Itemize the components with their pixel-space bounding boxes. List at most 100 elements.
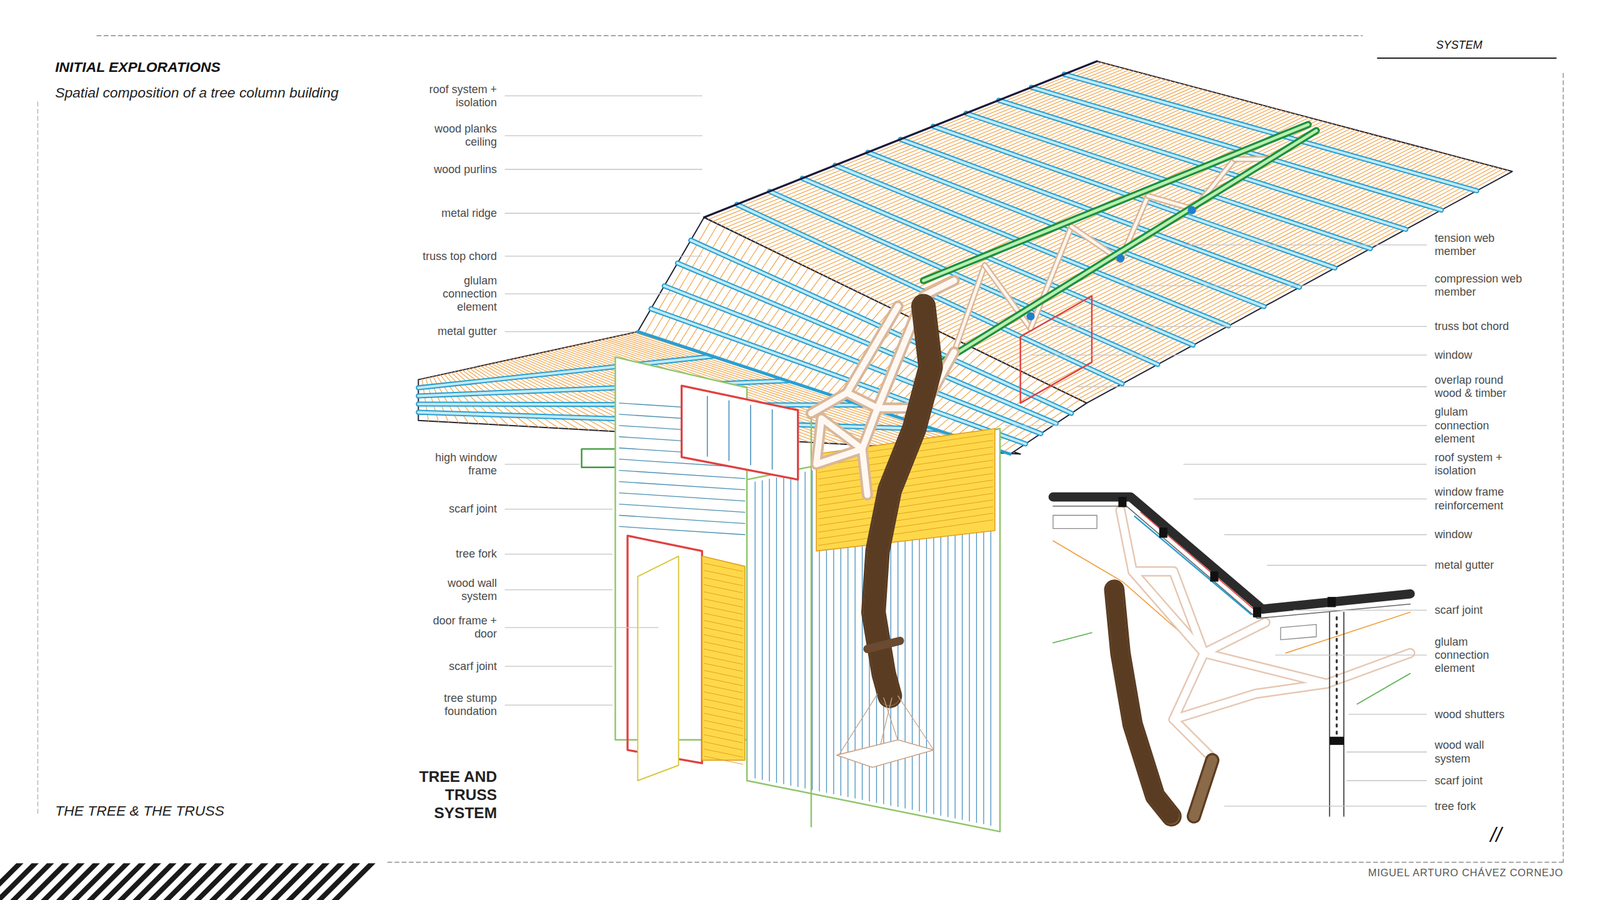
tree-fork (1193, 760, 1212, 817)
leader-line (505, 95, 702, 97)
door-leaf (701, 556, 745, 761)
scarf-block (1253, 606, 1262, 617)
door-slat (704, 741, 744, 750)
wood-purlin (1064, 74, 1477, 191)
leader-line (505, 331, 635, 332)
door-slat (704, 677, 744, 686)
part-label: scarf joint (448, 502, 497, 516)
wood-purlin (1064, 74, 1477, 191)
glulam-connection (1204, 653, 1411, 684)
part-label: wood wall system (437, 576, 497, 603)
ceiling-plank (1082, 170, 1508, 401)
window-truss (750, 405, 752, 465)
leader-line (505, 705, 612, 706)
part-label: metal gutter (1435, 558, 1495, 572)
leader-line (1224, 534, 1427, 535)
wall-board (797, 473, 799, 787)
leader-line (1346, 780, 1427, 781)
window-frame (1140, 512, 1255, 611)
door-slat (704, 720, 744, 729)
wall-board (805, 471, 806, 789)
part-label: wood shutters (1435, 707, 1505, 721)
wall-board (783, 476, 784, 784)
hatch-stripe (331, 863, 376, 900)
sheet-label: THE TREE & THE TRUSS (55, 802, 225, 820)
leader-line (1293, 610, 1427, 611)
leader-line (505, 135, 702, 136)
leader-line (505, 293, 674, 295)
title: INITIAL EXPLORATIONS (55, 58, 221, 77)
wall-plank (619, 493, 745, 502)
tree-trunk (1114, 590, 1172, 817)
page-frame (37, 35, 1564, 862)
section-member (1280, 624, 1317, 640)
part-label: truss bot chord (1435, 320, 1510, 334)
part-label: window frame reinforcement (1435, 485, 1513, 512)
glulam-connection (1173, 683, 1327, 720)
tree (867, 306, 931, 697)
part-label: metal ridge (441, 206, 497, 220)
door-slat (704, 670, 744, 679)
leader-line (505, 553, 612, 555)
leader-line (1346, 751, 1427, 753)
wall-plank (619, 504, 745, 513)
part-label: metal gutter (437, 325, 497, 339)
wall-section (1343, 612, 1345, 817)
glulam-connection (1120, 510, 1266, 654)
wall (615, 356, 1000, 832)
dashed-frame (387, 861, 1564, 864)
high-window-frame (681, 385, 799, 480)
part-label: wood purlins (433, 162, 497, 176)
leader-line (1005, 425, 1427, 426)
stump-line (883, 698, 899, 742)
door-slat (704, 735, 744, 744)
leader-line (505, 463, 580, 465)
caption: Spatial composition of a tree column bui… (55, 84, 339, 102)
sheet-label: MIGUEL ARTURO CHÁVEZ CORNEJO (1368, 865, 1564, 879)
part-label: overlap round wood & timber (1435, 373, 1513, 400)
roof-section (1053, 496, 1410, 610)
dashed-frame (37, 101, 39, 817)
leader-line (505, 626, 659, 628)
section-member (1053, 515, 1097, 529)
part-label: tension web member (1435, 231, 1505, 259)
roof (418, 61, 1512, 468)
truss-bot-chord (933, 130, 1317, 368)
section-detail (1053, 496, 1410, 817)
web-member (1030, 226, 1072, 329)
part-label: window (1435, 528, 1473, 542)
wall-board (768, 479, 770, 782)
door-slat (704, 691, 744, 700)
scarf-block (1159, 527, 1168, 538)
connector-bolt (1116, 254, 1125, 263)
window-truss (728, 400, 730, 461)
part-label: scarf joint (448, 660, 497, 674)
glulam-connection (1204, 653, 1411, 684)
wall-section (1335, 617, 1338, 735)
part-label: roof system + isolation (421, 82, 497, 109)
panel-slat (818, 480, 993, 506)
wall-plank (619, 470, 745, 479)
part-label: glulam connection element (1435, 635, 1497, 675)
door-slat (704, 648, 744, 657)
stump-pad (836, 740, 934, 768)
door-slat (704, 620, 744, 629)
door-slat (704, 598, 744, 607)
scarf-block (1210, 571, 1219, 582)
leader-line (1183, 244, 1427, 245)
truss (923, 124, 1317, 404)
part-label: tree stump foundation (433, 691, 497, 719)
hatched-bar (0, 863, 376, 900)
gutter-bracket (581, 448, 618, 467)
leader-line (505, 589, 612, 590)
wall-board (761, 480, 763, 780)
leader-line (1051, 326, 1427, 327)
door-slat (704, 627, 744, 636)
glulam-connection (811, 393, 847, 414)
header-rule (1377, 57, 1557, 59)
door-slat (704, 591, 744, 600)
wall-board (776, 477, 777, 783)
connector-bolt (1187, 206, 1196, 215)
door-slat (704, 663, 744, 672)
